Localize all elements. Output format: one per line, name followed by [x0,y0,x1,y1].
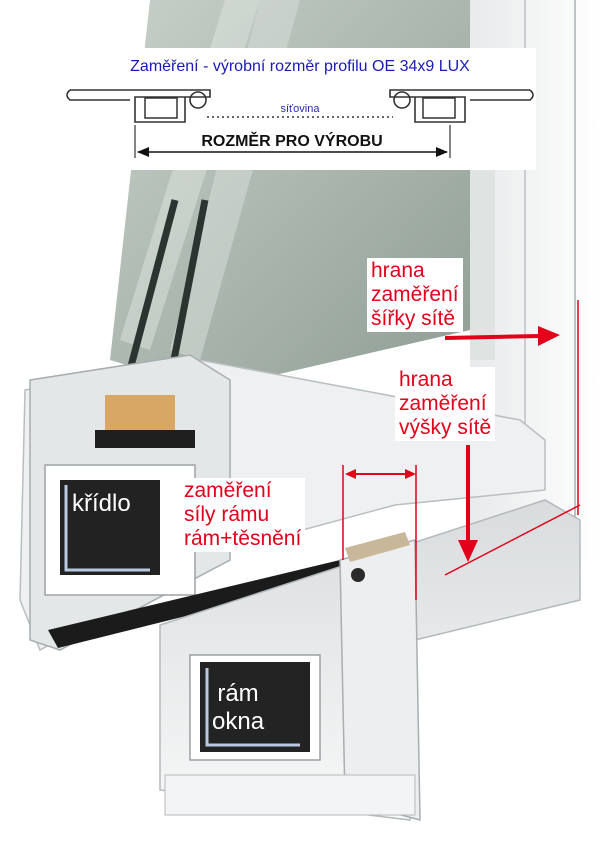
header-cross-section: síťovina ROZMĚR PRO VÝROBU [62,48,536,170]
glazing-spacer [105,395,175,435]
width-edge-line-3: šířky sítě [371,307,456,331]
frame-thickness-line-3: rám+těsnění [184,527,302,551]
frame-profile [159,499,581,821]
mesh-label: síťovina [281,103,321,115]
page-title: Zaměření - výrobní rozměr profilu OE 34x… [130,58,470,75]
height-edge-line-2: zaměření [399,392,487,416]
sash-steel-chamber [60,480,160,575]
frame-label: rám okna [212,680,264,735]
frame-label-line-1: rám [217,680,259,707]
height-edge-line-1: hrana [399,368,453,391]
frame-thickness-line-1: zaměření [184,479,272,502]
width-edge-line-1: hrana [371,259,425,282]
frame-steel-chamber [200,662,310,752]
sash-gasket [48,560,350,648]
height-edge-label: hrana zaměření výšky sítě [395,367,496,442]
frame-thickness-line-2: síly rámu [184,503,270,527]
measurement-arrows [342,300,581,600]
width-edge-label: hrana zaměření šířky sítě [367,258,463,333]
sash-label: křídlo [72,490,131,517]
production-size-label: ROZMĚR PRO VÝROBU [201,131,382,150]
frame-label-line-2: okna [212,707,265,735]
width-edge-line-2: zaměření [371,283,459,307]
frame-gasket [345,532,410,562]
frame-thickness-label: zaměření síly rámu rám+těsnění [180,478,306,553]
height-edge-line-3: výšky sítě [399,416,492,440]
